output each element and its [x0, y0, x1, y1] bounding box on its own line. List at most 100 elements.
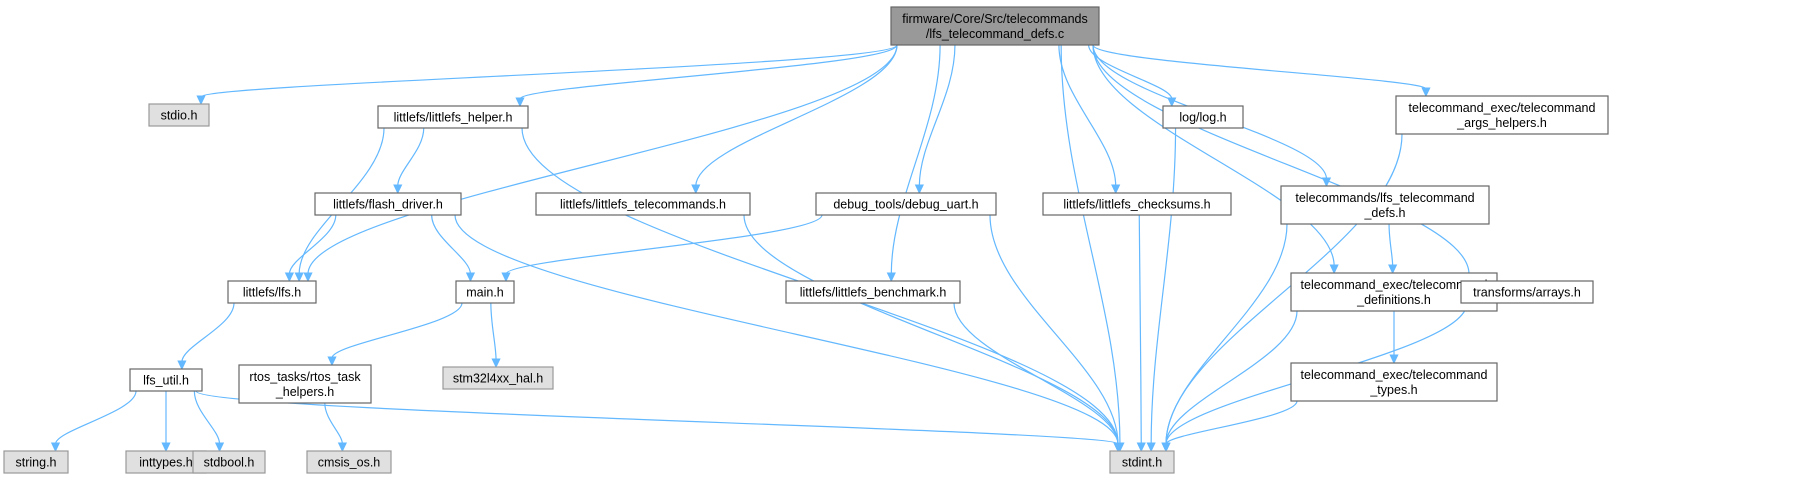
node-lfstele[interactable]: littlefs/littlefs_telecommands.h: [535, 192, 751, 216]
node-label-rtos-1: _helpers.h: [275, 385, 334, 399]
node-benchmark[interactable]: littlefs/littlefs_benchmark.h: [785, 280, 961, 304]
node-checksums[interactable]: littlefs/littlefs_checksums.h: [1042, 192, 1232, 216]
edge-flashdriver-to-mainh: [431, 214, 472, 275]
node-box-lfsutil: [129, 368, 203, 392]
edge-teledefs-to-execdefs: [1388, 223, 1394, 267]
node-label-checksums-0: littlefs/littlefs_checksums.h: [1063, 198, 1210, 212]
edge-root-to-helper: [519, 44, 898, 100]
node-rtos[interactable]: rtos_tasks/rtos_task_helpers.h: [238, 364, 372, 404]
edge-root-to-execdefs: [1092, 44, 1335, 267]
edge-mainh-to-hal: [490, 302, 497, 361]
node-hal: stm32l4xx_hal.h: [442, 366, 554, 390]
node-label-stdint-0: stdint.h: [1122, 456, 1162, 470]
node-label-execdefs-1: _definitions.h: [1356, 293, 1431, 307]
edge-helper-to-flashdriver: [397, 127, 425, 187]
node-label-teledefs-0: telecommands/lfs_telecommand: [1295, 191, 1474, 205]
arrowhead-root-to-lfstele: [691, 184, 701, 195]
edge-root-to-stdio: [200, 44, 898, 98]
node-label-mainh-0: main.h: [466, 286, 504, 300]
arrowhead-root-to-lfsh: [303, 272, 313, 283]
edge-lfsutil-to-stringh: [54, 390, 137, 445]
arrowhead-lfsutil-to-stdbool: [214, 442, 225, 453]
edge-root-to-stdint: [1060, 44, 1121, 445]
node-box-root: [890, 6, 1100, 46]
node-box-argshelpers: [1395, 95, 1609, 135]
edge-mainh-to-rtos: [331, 302, 463, 359]
node-mainh[interactable]: main.h: [455, 280, 515, 304]
edge-lfstele-to-stdint: [743, 214, 1119, 445]
node-stringh: string.h: [3, 450, 69, 474]
node-label-rtos-0: rtos_tasks/rtos_task: [249, 370, 361, 384]
node-box-lfstele: [535, 192, 751, 216]
arrowhead-lfsh-to-lfsutil: [177, 360, 187, 371]
node-box-cmsis: [306, 450, 392, 474]
edge-debuguart-to-mainh: [505, 214, 823, 275]
node-box-arrays: [1460, 280, 1594, 304]
node-exectypes[interactable]: telecommand_exec/telecommand_types.h: [1290, 362, 1498, 402]
node-label-root-1: /lfs_telecommand_defs.c: [926, 27, 1064, 41]
edge-root-to-argshelpers: [1092, 44, 1427, 90]
arrowhead-helper-to-flashdriver: [393, 184, 403, 195]
node-box-checksums: [1042, 192, 1232, 216]
edge-root-to-lfsh: [307, 44, 898, 275]
node-argshelpers[interactable]: telecommand_exec/telecommand_args_helper…: [1395, 95, 1609, 135]
node-label-loglog-0: log/log.h: [1179, 111, 1226, 125]
edge-root-to-arrays: [1092, 44, 1470, 275]
arrowhead-root-to-helper: [515, 97, 525, 108]
node-box-exectypes: [1290, 362, 1498, 402]
node-label-benchmark-0: littlefs/littlefs_benchmark.h: [800, 286, 947, 300]
edge-lfsutil-to-stdbool: [193, 390, 221, 445]
node-box-benchmark: [785, 280, 961, 304]
arrowhead-mainh-to-hal: [491, 358, 501, 369]
node-label-debuguart-0: debug_tools/debug_uart.h: [833, 198, 978, 212]
edge-exectypes-to-stdint: [1165, 400, 1298, 445]
arrowhead-benchmark-to-stdint: [1113, 442, 1123, 453]
node-label-inttypes-0: inttypes.h: [139, 456, 193, 470]
node-box-debuguart: [815, 192, 997, 216]
node-flashdriver[interactable]: littlefs/flash_driver.h: [314, 192, 462, 216]
arrowhead-root-to-checksums: [1111, 184, 1121, 195]
node-inttypes: inttypes.h: [125, 450, 207, 474]
arrowhead-debuguart-to-mainh: [501, 272, 511, 283]
arrowhead-lfsutil-to-stringh: [50, 442, 61, 453]
node-lfsutil[interactable]: lfs_util.h: [129, 368, 203, 392]
node-root[interactable]: firmware/Core/Src/telecommands/lfs_telec…: [890, 6, 1100, 46]
node-box-stdio: [148, 103, 210, 127]
node-box-stdbool: [192, 450, 266, 474]
edge-rtos-to-cmsis: [324, 402, 343, 445]
node-box-loglog: [1162, 105, 1244, 129]
arrowhead-arrays-to-stdint: [1161, 442, 1171, 453]
arrowhead-lfsutil-to-inttypes: [161, 442, 171, 453]
node-label-exectypes-1: _types.h: [1369, 383, 1417, 397]
node-debuguart[interactable]: debug_tools/debug_uart.h: [815, 192, 997, 216]
node-box-stringh: [3, 450, 69, 474]
edge-loglog-to-stdint: [1150, 127, 1177, 445]
node-label-execdefs-0: telecommand_exec/telecommand: [1301, 278, 1488, 292]
node-arrays[interactable]: transforms/arrays.h: [1460, 280, 1594, 304]
node-lfsh[interactable]: littlefs/lfs.h: [227, 280, 317, 304]
arrowhead-flashdriver-to-lfsh: [284, 272, 294, 283]
node-cmsis: cmsis_os.h: [306, 450, 392, 474]
arrowhead-root-to-debuguart: [914, 184, 924, 195]
edge-benchmark-to-stdint: [953, 302, 1119, 445]
node-label-cmsis-0: cmsis_os.h: [318, 456, 381, 470]
node-label-argshelpers-1: _args_helpers.h: [1456, 116, 1547, 130]
node-label-exectypes-0: telecommand_exec/telecommand: [1301, 368, 1488, 382]
node-teledefs[interactable]: telecommands/lfs_telecommand_defs.h: [1280, 185, 1490, 225]
node-box-stdint: [1109, 450, 1175, 474]
arrowhead-mainh-to-rtos: [327, 356, 337, 367]
arrowhead-loglog-to-stdint: [1146, 442, 1156, 453]
node-loglog[interactable]: log/log.h: [1162, 105, 1244, 129]
edge-checksums-to-stdint: [1138, 214, 1142, 445]
node-stdbool: stdbool.h: [192, 450, 266, 474]
edge-root-to-loglog: [1088, 44, 1173, 100]
node-label-hal-0: stm32l4xx_hal.h: [453, 372, 543, 386]
edge-debuguart-to-stdint: [989, 214, 1119, 445]
edge-teledefs-to-stdint: [1165, 223, 1288, 445]
node-helper[interactable]: littlefs/littlefs_helper.h: [377, 105, 529, 129]
edge-root-to-lfstele: [695, 44, 898, 187]
node-stdio: stdio.h: [148, 103, 210, 127]
node-label-lfsutil-0: lfs_util.h: [143, 374, 189, 388]
node-box-hal: [442, 366, 554, 390]
arrowhead-rtos-to-cmsis: [337, 442, 347, 453]
